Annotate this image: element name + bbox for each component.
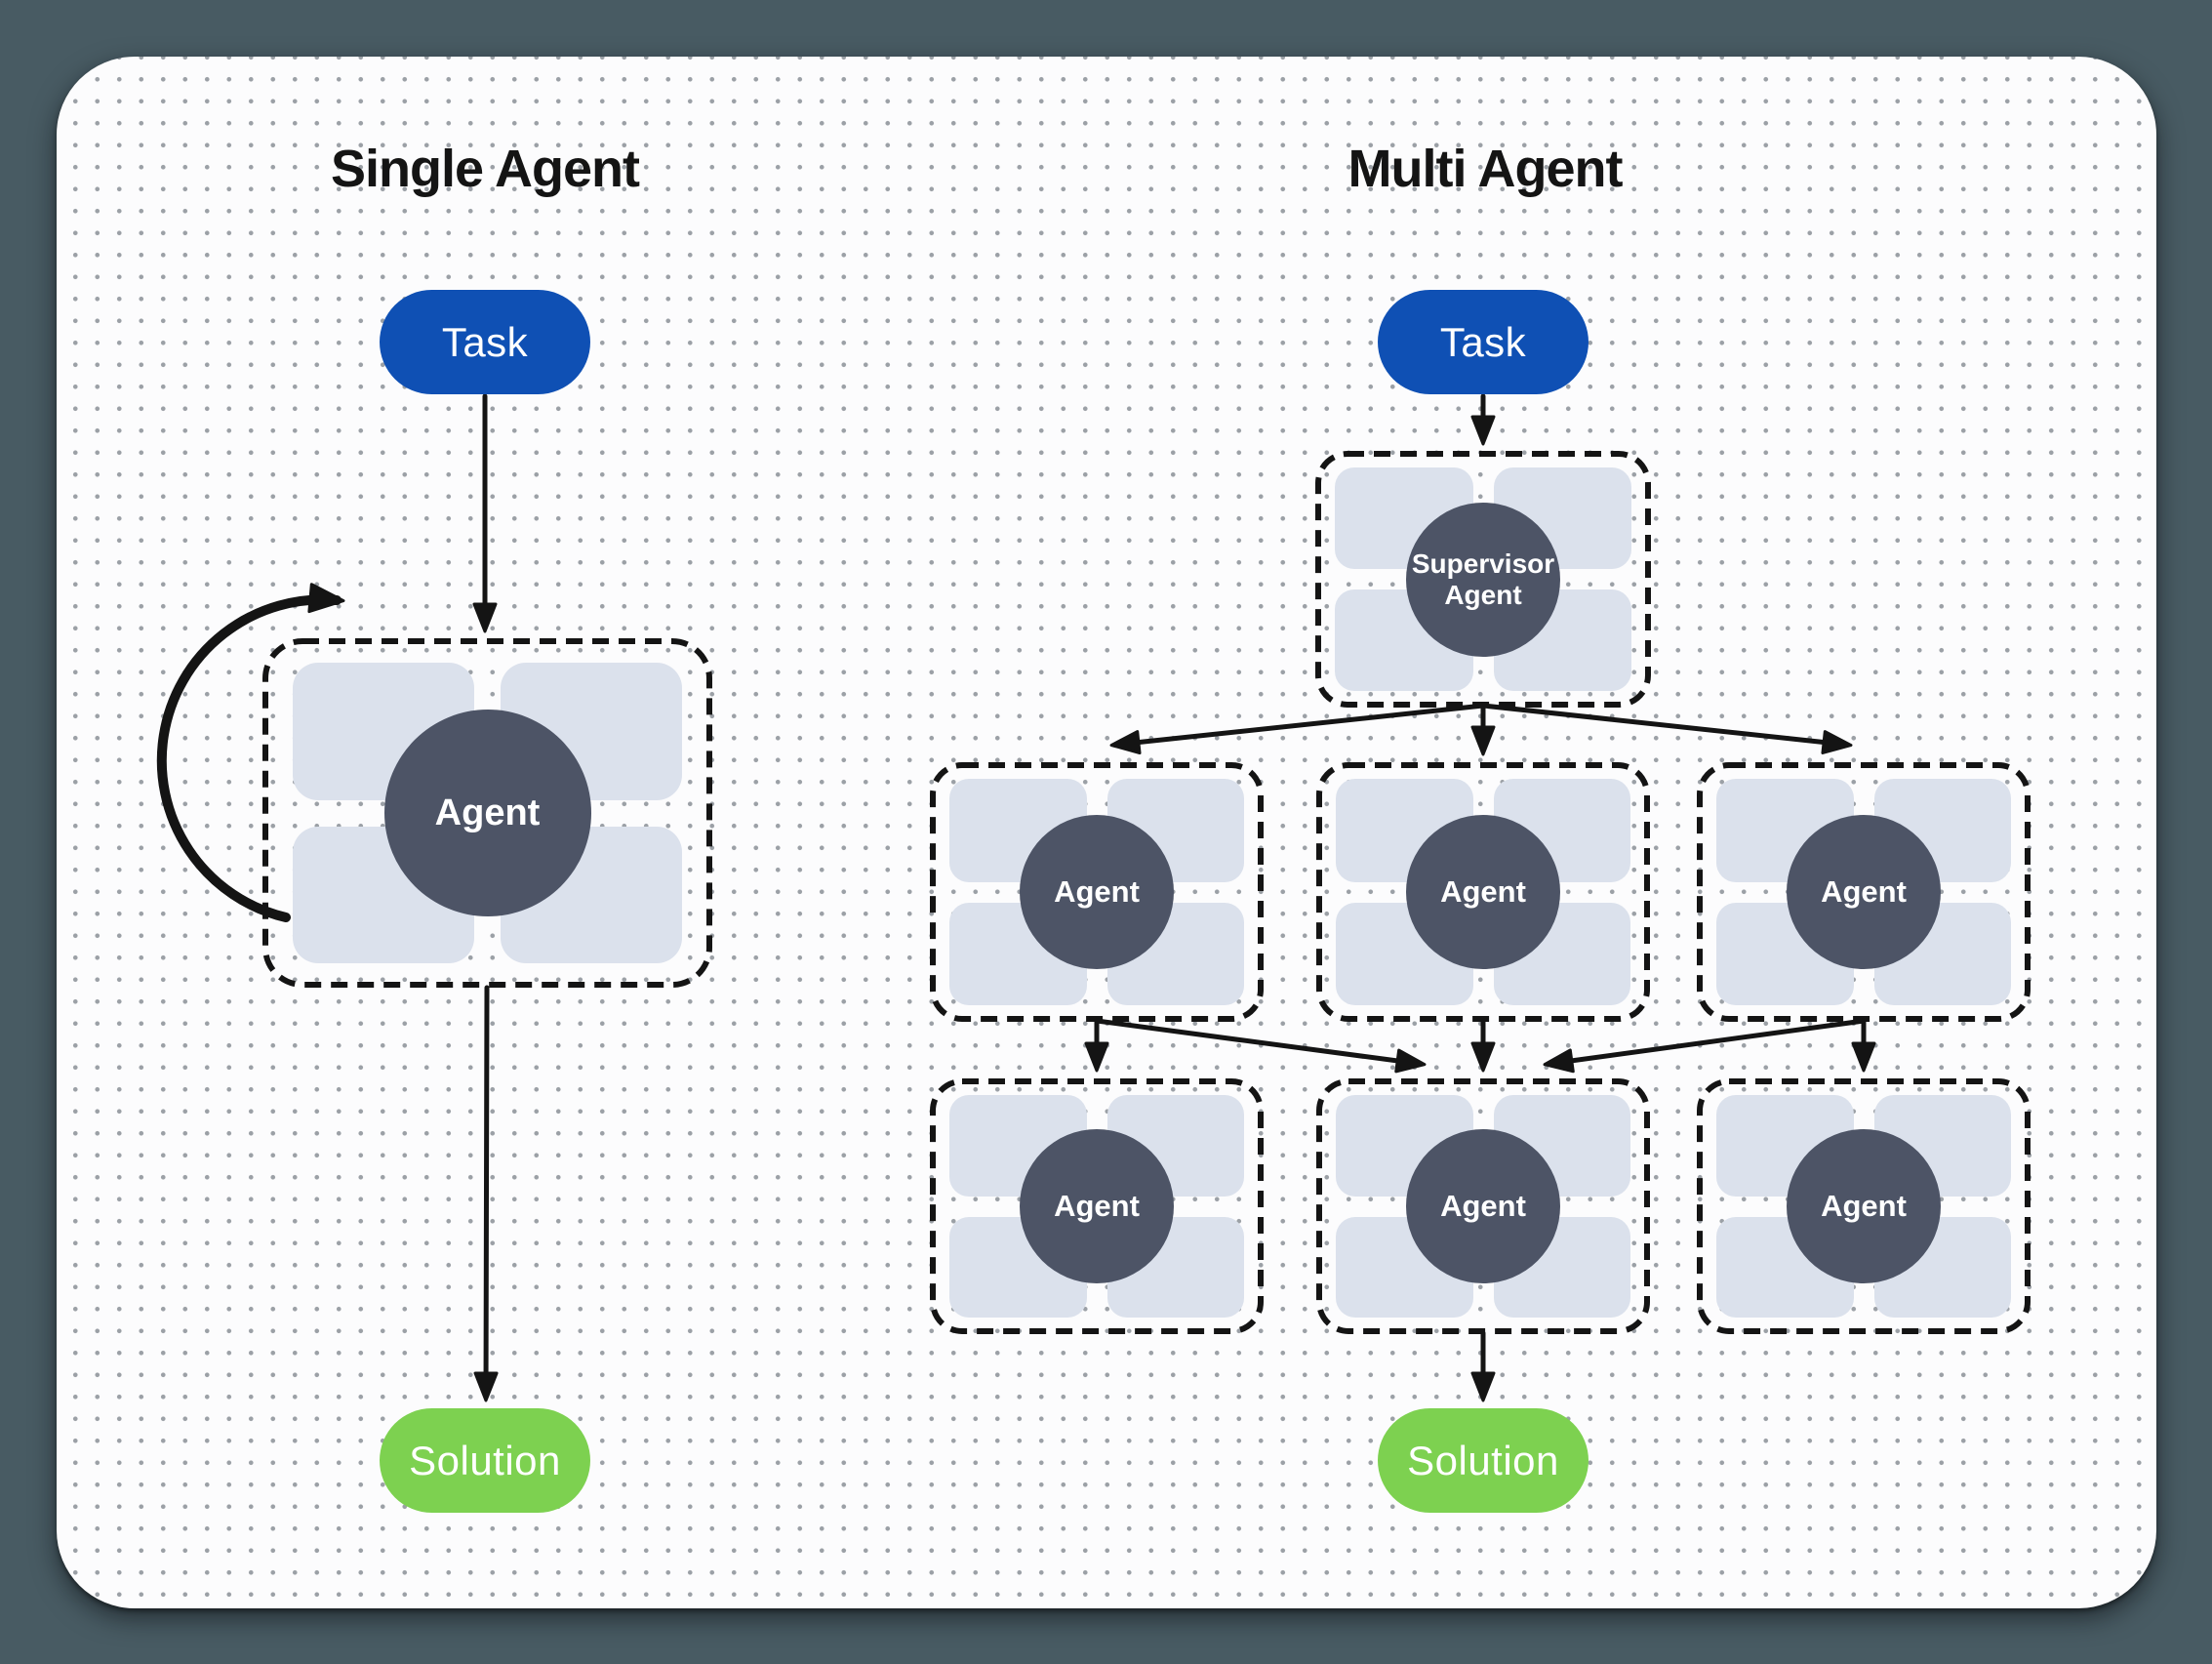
multi-agent-node-3: Agent xyxy=(1700,765,2028,1019)
agent-label: Agent xyxy=(1821,1188,1907,1223)
single-agent-circle: Agent xyxy=(383,710,591,916)
single-task-pill: Task xyxy=(380,290,590,394)
agent-circle: Agent xyxy=(1020,1129,1174,1283)
multi-agent-node-4: Agent xyxy=(933,1081,1261,1331)
multi-solution-pill: Solution xyxy=(1378,1408,1589,1513)
single-solution-pill: Solution xyxy=(380,1408,590,1513)
agent-label: Agent xyxy=(1054,873,1140,909)
multi-task-pill: Task xyxy=(1378,290,1589,394)
multi-agent-node-6: Agent xyxy=(1700,1081,2028,1331)
single-task-label: Task xyxy=(441,318,529,365)
single-agent-label: Agent xyxy=(434,791,541,833)
multi-solution-label: Solution xyxy=(1407,1437,1559,1483)
agent-circle: Agent xyxy=(1787,815,1941,969)
multi-agent-node-1: Agent xyxy=(933,765,1261,1019)
multi-agent-title: Multi Agent xyxy=(1347,140,1624,198)
supervisor-agent-label: Supervisor Agent xyxy=(1411,548,1555,610)
multi-agent-node-5: Agent xyxy=(1319,1081,1647,1331)
agent-circle: Agent xyxy=(1787,1129,1941,1283)
agent-label: Agent xyxy=(1054,1188,1140,1223)
supervisor-agent-circle: Supervisor Agent xyxy=(1406,502,1560,657)
agent-label: Agent xyxy=(1440,873,1526,909)
single-agent-title: Single Agent xyxy=(330,140,640,198)
agent-circle: Agent xyxy=(1406,1129,1560,1283)
multi-task-label: Task xyxy=(1439,318,1527,365)
agent-circle: Agent xyxy=(1020,815,1174,969)
supervisor-agent-node: Supervisor Agent xyxy=(1318,454,1648,705)
agent-label: Agent xyxy=(1440,1188,1526,1223)
agent-circle: Agent xyxy=(1406,815,1560,969)
single-agent-node: Agent xyxy=(265,641,709,985)
multi-agent-node-2: Agent xyxy=(1319,765,1647,1019)
agent-label: Agent xyxy=(1821,873,1907,909)
single-solution-label: Solution xyxy=(409,1437,561,1483)
